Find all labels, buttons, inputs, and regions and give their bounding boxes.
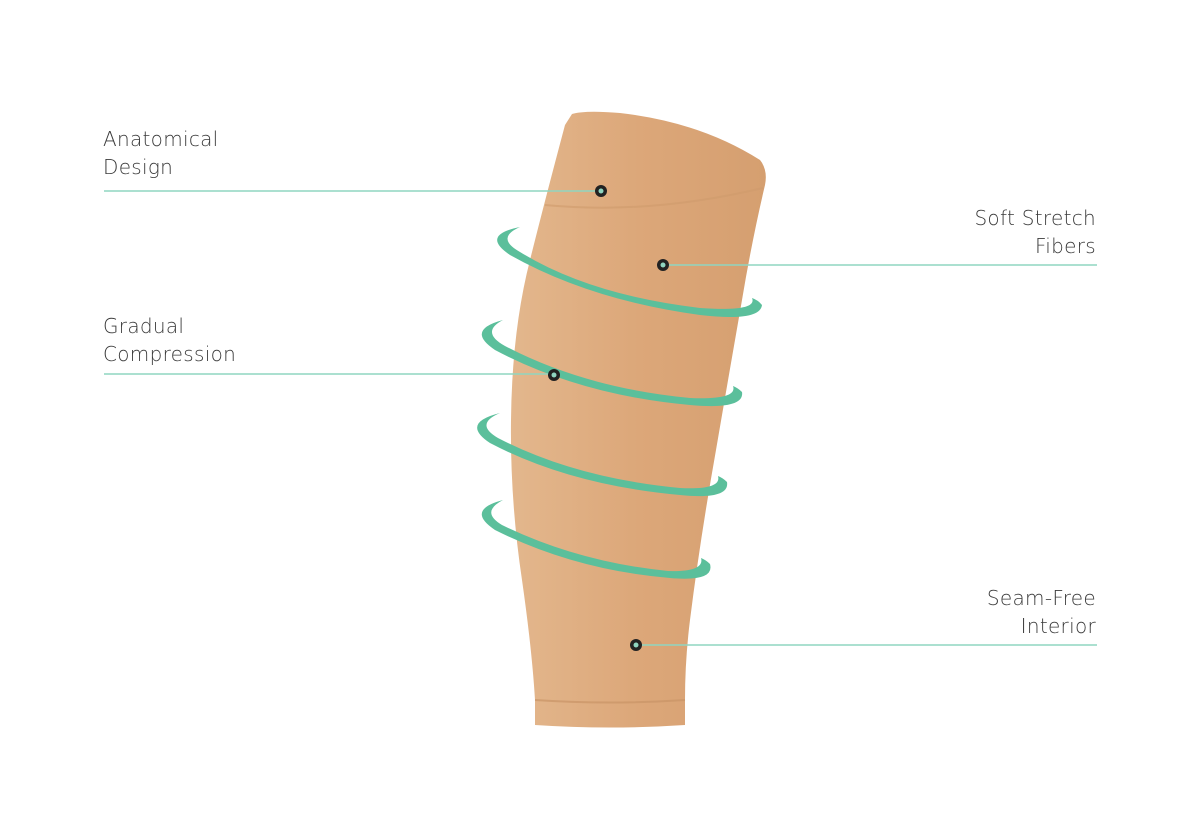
swoosh-4 [481, 500, 711, 579]
label-line: Seam-Free [986, 586, 1096, 610]
callout-dot-gradual [548, 369, 560, 381]
swoosh-2 [481, 320, 743, 407]
callout-dot-soft-stretch [657, 259, 669, 271]
callout-dot-anatomical [595, 185, 607, 197]
label-gradual-compression: Gradual Compression [103, 312, 236, 368]
swoosh-1 [497, 227, 762, 318]
leader-lines [104, 190, 1097, 646]
label-seam-free-interior: Seam-Free Interior [987, 584, 1096, 640]
callout-dot-seam-free [630, 639, 642, 651]
label-anatomical-design: Anatomical Design [103, 125, 219, 181]
swoosh-3 [477, 413, 728, 497]
calf-sleeve [510, 111, 766, 728]
callout-dots [548, 185, 669, 651]
label-line: Compression [103, 342, 237, 366]
label-line: Anatomical [103, 127, 219, 151]
label-line: Design [103, 155, 174, 179]
label-line: Fibers [1034, 234, 1096, 258]
label-line: Interior [1020, 614, 1096, 638]
label-soft-stretch-fibers: Soft Stretch Fibers [974, 204, 1096, 260]
bottom-cuff-seam [534, 699, 686, 704]
compression-swooshes [477, 227, 762, 579]
label-line: Soft Stretch [974, 206, 1096, 230]
label-line: Gradual [103, 314, 185, 338]
top-band-seam [544, 187, 764, 209]
